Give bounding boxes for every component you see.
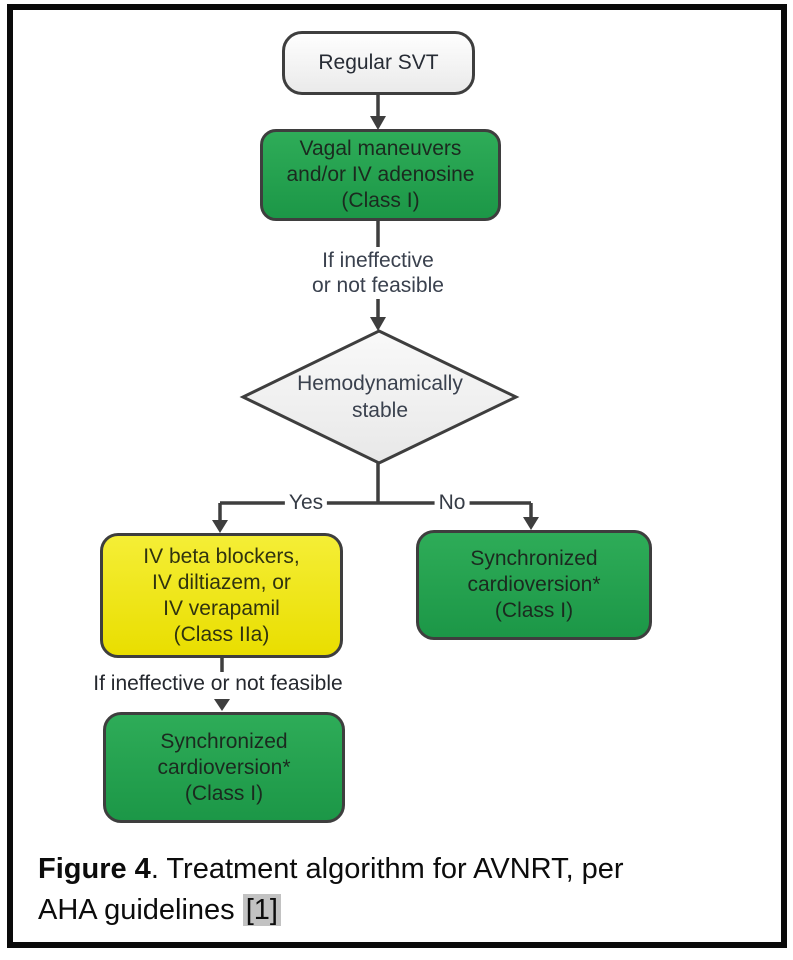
- node-synchronized-cardioversion-bottom: Synchronized cardioversion* (Class I): [103, 712, 345, 823]
- node-synchronized-cardioversion-right: Synchronized cardioversion* (Class I): [416, 530, 652, 640]
- caption-figure-number: Figure 4: [38, 853, 151, 885]
- caption-text-line2: AHA guidelines: [38, 894, 243, 926]
- node-vagal-maneuvers: Vagal maneuvers and/or IV adenosine (Cla…: [260, 129, 501, 221]
- node-regular-svt: Regular SVT: [282, 31, 475, 95]
- edge-label-if-ineffective-bottom: If ineffective or not feasible: [93, 672, 343, 695]
- branch-label-yes: Yes: [284, 491, 328, 515]
- decision-label-hemodynamically-stable: Hemodynamically stable: [297, 372, 463, 422]
- caption-text-line1: . Treatment algorithm for AVNRT, per: [150, 853, 624, 885]
- figure-caption: Figure 4. Treatment algorithm for AVNRT,…: [38, 849, 750, 931]
- node-iv-beta-blockers: IV beta blockers, IV diltiazem, or IV ve…: [100, 533, 343, 658]
- edge-label-if-ineffective-top: If ineffective or not feasible: [312, 249, 444, 297]
- citation-link[interactable]: [1]: [242, 894, 281, 926]
- branch-label-no: No: [434, 491, 470, 515]
